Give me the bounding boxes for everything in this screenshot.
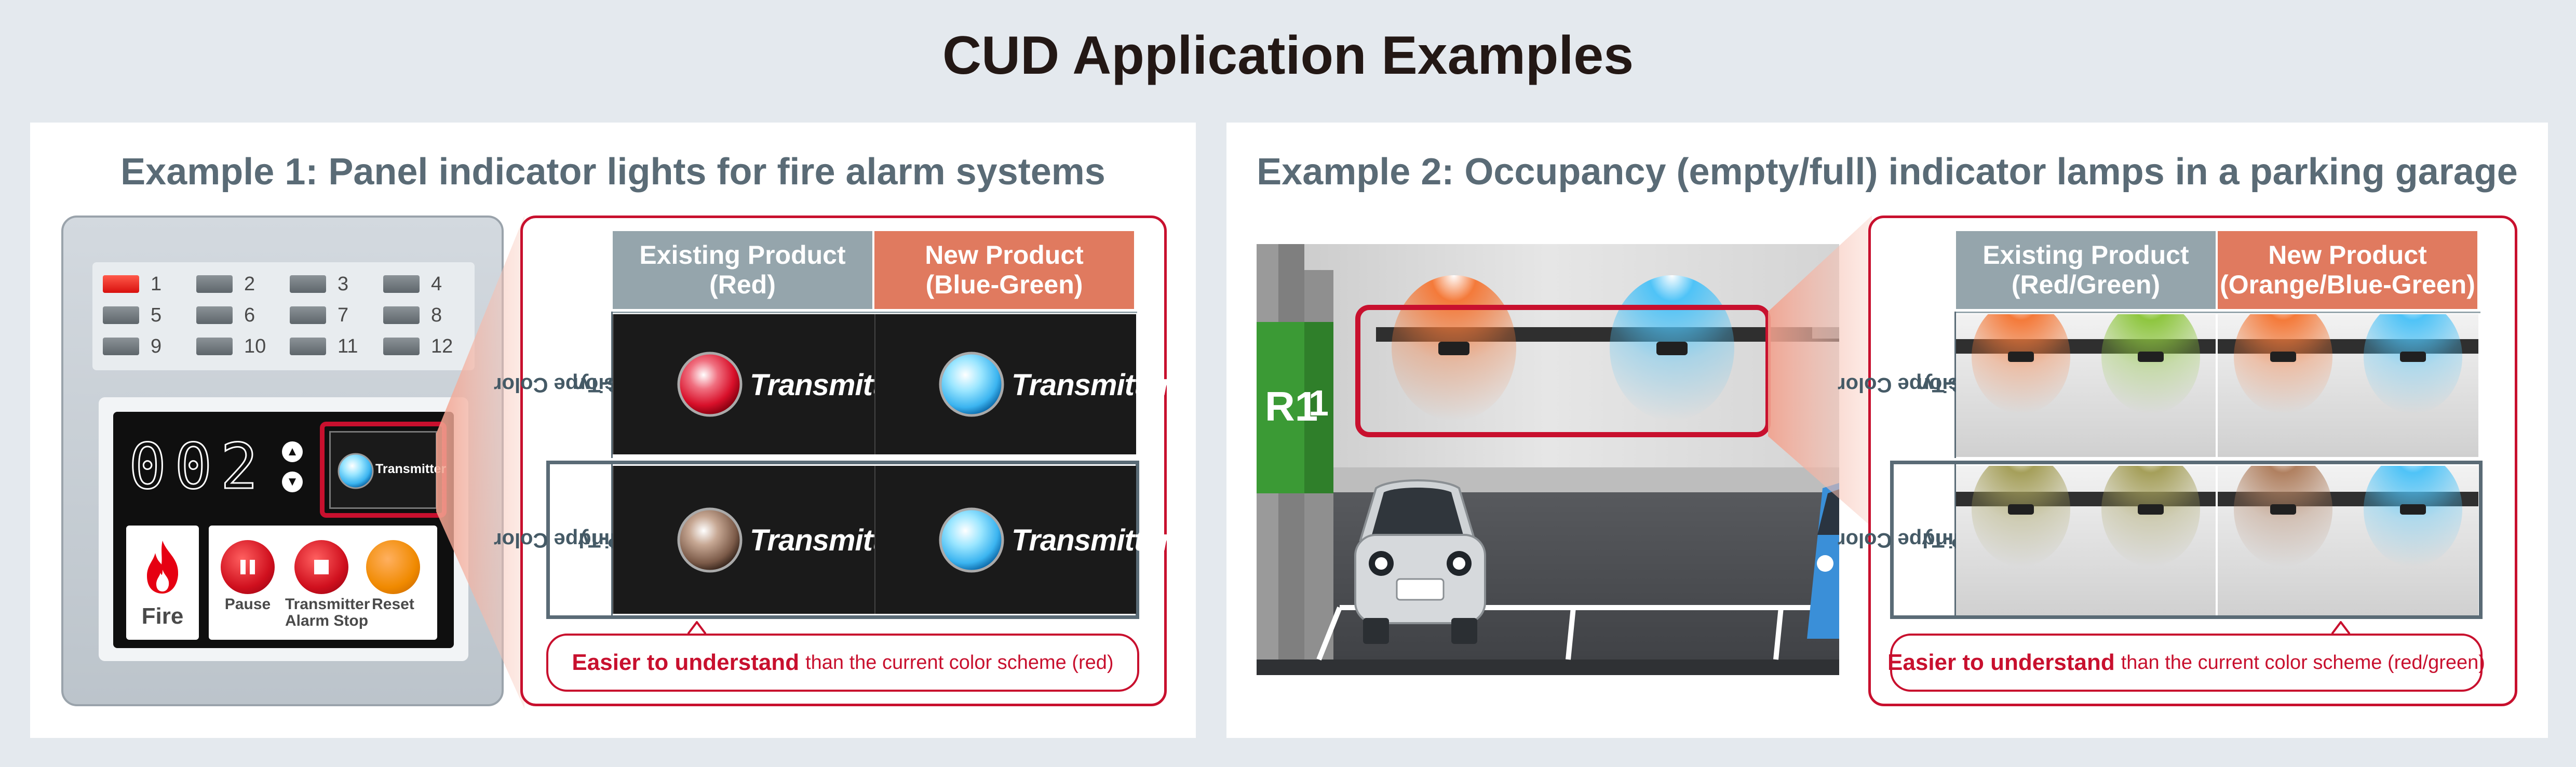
svg-text:R1: R1 [1265,383,1318,429]
counter-down-button[interactable]: ▼ [282,472,303,492]
note-pointer-2 [2331,621,2350,635]
zone-indicator: 1 [103,271,191,297]
transmitter-lamp-icon [338,453,374,489]
zone-lamp-active [103,275,139,293]
alarm-stop-label-2: Alarm Stop [285,612,369,629]
zone-indicator: 3 [290,271,378,297]
example1-title: Example 1: Panel indicator lights for fi… [120,151,1105,193]
lamp-row-c-type-2 [1956,314,2478,457]
zone-number: 8 [431,304,442,326]
zone-lamp [103,338,139,355]
fire-label: Fire [141,603,184,629]
zone-lamp [196,338,233,355]
zone-indicator: 10 [196,333,285,359]
lamp-blue-green-icon [939,507,1004,573]
car-blue [1807,483,1839,639]
triangle-down-icon: ▼ [286,475,299,489]
zone-number: 5 [151,304,162,326]
row-frame-p-type-1 [546,461,1139,619]
cell-p-new-1: Transmitter [874,466,1171,614]
reset-button[interactable] [366,540,420,594]
flame-icon [147,541,179,594]
car-silver [1354,479,1486,644]
cell-p-existing-1: Transmitter [613,466,910,614]
counter-up-button[interactable]: ▲ [282,441,303,462]
zoom-wedge-1 [436,216,524,709]
svg-text:1: 1 [1309,383,1329,423]
zoom-wedge-2 [1768,216,1872,527]
zone-indicator: 12 [383,333,471,359]
zone-number: 2 [244,273,255,295]
transmitter-lamp-label: Transmitter [375,462,447,476]
zone-number: 6 [244,304,255,326]
zone-lamp [383,275,420,293]
zone-number: 9 [151,335,162,357]
reset-label: Reset [372,596,414,613]
zone-indicator: 11 [290,333,378,359]
zone-number: 3 [338,273,349,295]
row-frame-c-type-2 [1895,312,2480,458]
zone-indicator: 4 [383,271,471,297]
cell-c-existing-1: Transmitter [613,314,910,454]
garage-scene: R1 1 [1257,244,1839,675]
zone-lamp [383,338,420,355]
zone-indicator: 2 [196,271,285,297]
zone-lamp [290,306,326,324]
zone-lamp [103,306,139,324]
zone-lamp [196,306,233,324]
alarm-stop-label-1: Transmitter [285,596,370,613]
page-title: CUD Application Examples [942,25,1634,86]
col-header-new-1: New Product(Blue-Green) [874,231,1134,309]
lamp-row-p-type-2 [1956,466,2478,615]
zone-number: 4 [431,273,442,295]
zone-number: 11 [338,335,358,357]
col-header-new-2: New Product(Orange/Blue-Green) [2218,231,2477,309]
zone-lamp [196,275,233,293]
lamp-brown-icon [677,507,743,573]
fire-button[interactable]: Fire [126,526,199,640]
zone-indicator: 5 [103,302,191,328]
triangle-up-icon: ▲ [286,445,299,459]
alarm-stop-button[interactable] [294,540,348,594]
transmitter-lamp-panel: Transmitter [329,431,446,509]
segment-display-value: 002 [128,431,266,503]
lamp-red-icon [677,352,743,417]
row-frame-p-type-2 [1890,461,2483,619]
zone-number: 1 [151,273,162,295]
cell-transmitter-label: Transmitter [1011,368,1171,402]
cell-c-new-1: Transmitter [874,314,1171,454]
zone-indicator: 9 [103,333,191,359]
zone-lamp [383,306,420,324]
zone-number: 7 [338,304,349,326]
zone-lamp [290,338,326,355]
note-pointer-1 [687,621,706,635]
segment-display: 002 [128,431,279,504]
pause-button[interactable] [221,540,275,594]
col-header-existing-2: Existing Product(Red/Green) [1956,231,2216,309]
zone-indicator: 6 [196,302,285,328]
pause-label: Pause [224,596,271,613]
col-header-existing-1: Existing Product(Red) [613,231,872,309]
pause-icon [240,560,255,574]
zone-indicator: 8 [383,302,471,328]
cell-transmitter-label: Transmitter [1011,523,1171,557]
zone-indicator: 7 [290,302,378,328]
row-frame-c-type-1 [551,312,1137,458]
zone-number: 10 [244,335,266,357]
zone-lamp [290,275,326,293]
example2-title: Example 2: Occupancy (empty/full) indica… [1257,151,2518,193]
zone-number: 12 [431,335,453,357]
stop-icon [314,560,329,574]
lamp-blue-green-icon [939,352,1004,417]
